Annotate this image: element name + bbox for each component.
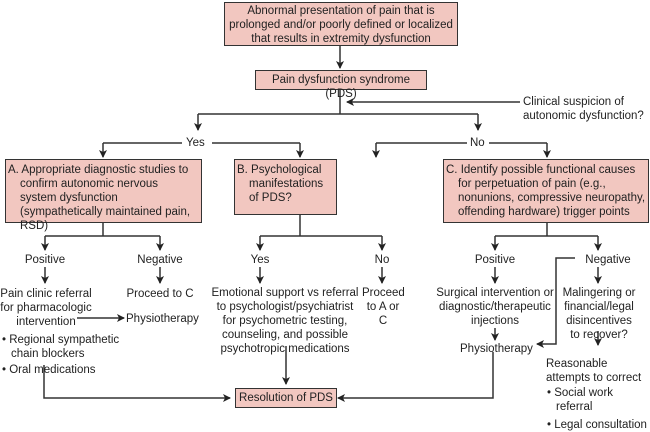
c-physiotherapy: Physiotherapy — [460, 343, 533, 355]
a-negative-label: Negative — [137, 254, 183, 266]
box-a-text: A. Appropriate diagnostic studies to con… — [8, 164, 191, 232]
b-proceed-to-a-or-c: Proceed to A or C — [362, 287, 405, 327]
yes-label: Yes — [184, 136, 207, 150]
c-malingering-question: Malingering or financial/legal disincent… — [562, 287, 636, 341]
a-proceed-to-c: Proceed to C — [126, 288, 194, 300]
box-a-diagnostic-studies: A. Appropriate diagnostic studies to con… — [5, 159, 202, 232]
a-physiotherapy: Physiotherapy — [126, 313, 199, 325]
a-positive-label: Positive — [24, 254, 66, 266]
a-bullet-item: • Regional sympathetic chain blockers — [2, 334, 120, 360]
c-bullet-item: • Legal consultation — [547, 419, 647, 431]
box-c-functional-causes: C. Identify possible functional causes f… — [443, 159, 649, 223]
b-yes-label: Yes — [250, 254, 270, 266]
pds-box: Pain dysfunction syndrome (PDS) — [255, 70, 427, 100]
arrow-oral-to-resolution — [43, 365, 231, 402]
start-text: Abnormal presentation of pain that is pr… — [229, 5, 453, 45]
clinical-suspicion-question: Clinical suspicion of autonomic dysfunct… — [523, 96, 644, 122]
a-pain-clinic-referral: Pain clinic referral for pharmacologic i… — [0, 288, 92, 328]
box-c-text: C. Identify possible functional causes f… — [446, 164, 646, 218]
c-bullet-list: • Social work referral • Legal consultat… — [546, 386, 650, 432]
c-surgical-intervention: Surgical intervention or diagnostic/ther… — [436, 287, 554, 327]
pds-text: Pain dysfunction syndrome (PDS) — [271, 74, 411, 100]
a-bullet-item: • Oral medications — [2, 364, 96, 376]
box-b-psychological: B. Psychological manifestations of PDS? — [234, 159, 337, 215]
resolution-box: Resolution of PDS — [235, 388, 337, 408]
a-bullet-list: • Regional sympathetic chain blockers • … — [1, 333, 121, 377]
arrow-physio-to-resolution — [337, 352, 494, 402]
resolution-text: Resolution of PDS — [239, 392, 333, 404]
box-b-text: B. Psychological manifestations of PDS? — [237, 164, 324, 204]
c-negative-label: Negative — [585, 254, 631, 266]
c-positive-label: Positive — [474, 254, 516, 266]
no-label: No — [468, 136, 487, 150]
c-bullet-item: • Social work referral — [547, 387, 614, 413]
c-reasonable-attempts: Reasonable attempts to correct — [546, 358, 642, 384]
start-box: Abnormal presentation of pain that is pr… — [224, 2, 458, 46]
connector-lines — [41, 45, 602, 402]
b-emotional-support: Emotional support vs referral to psychol… — [211, 287, 359, 355]
b-no-label: No — [374, 254, 390, 266]
arrow-negative-to-physio — [536, 257, 575, 348]
